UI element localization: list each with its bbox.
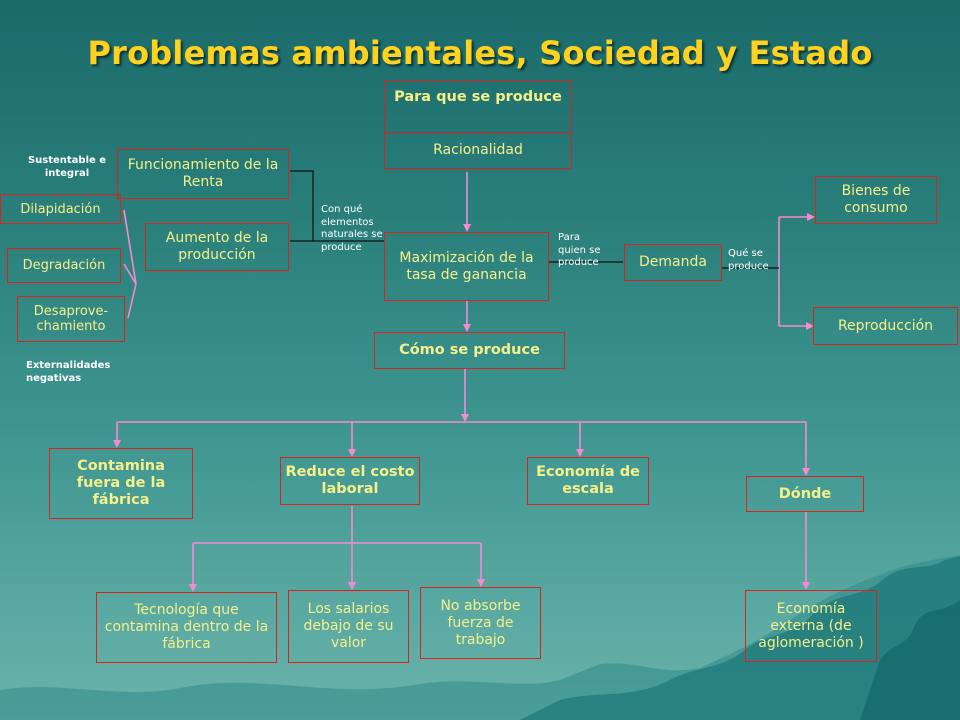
reduce-label: Reduce el costo laboral bbox=[285, 464, 415, 497]
economia-escala-label: Economía de escala bbox=[536, 464, 640, 497]
connector-degradacion bbox=[123, 263, 137, 285]
box-bienes-consumo: Bienes de consumo bbox=[815, 176, 937, 224]
reproduccion-label: Reproducción bbox=[837, 317, 934, 334]
note-externalidades: Externalidades negativas bbox=[26, 360, 111, 384]
note-sustentable: Sustentable e integral bbox=[27, 155, 107, 179]
aumento-label: Aumento de la producción bbox=[165, 230, 269, 263]
salarios-label: Los salarios debajo de su valor bbox=[303, 601, 394, 651]
connector-renta bbox=[290, 170, 384, 242]
desaprovechamiento-label: Desaprove-chamiento bbox=[33, 304, 109, 334]
box-reduce-costo: Reduce el costo laboral bbox=[280, 457, 420, 505]
box-contamina-fuera: Contamina fuera de la fábrica bbox=[49, 448, 193, 519]
box-desaprovechamiento: Desaprove-chamiento bbox=[17, 296, 125, 342]
box-reproduccion: Reproducción bbox=[813, 307, 958, 345]
no-absorbe-label: No absorbe fuerza de trabajo bbox=[440, 597, 521, 648]
box-como-se-produce: Cómo se produce bbox=[374, 332, 565, 369]
maximizacion-label: Maximización de la tasa de ganancia bbox=[399, 249, 534, 283]
contamina-label: Contamina fuera de la fábrica bbox=[76, 458, 166, 508]
demanda-label: Demanda bbox=[639, 254, 707, 270]
page-title: Problemas ambientales, Sociedad y Estado bbox=[87, 34, 873, 72]
como-label: Cómo se produce bbox=[399, 342, 540, 358]
box-racionalidad: Racionalidad bbox=[384, 132, 572, 169]
bienes-label: Bienes de consumo bbox=[841, 183, 911, 216]
note-para-quien: Para quien se produce bbox=[558, 232, 601, 268]
box-maximizacion: Maximización de la tasa de ganancia bbox=[384, 232, 549, 301]
box-no-absorbe: No absorbe fuerza de trabajo bbox=[420, 587, 541, 659]
para-que-label: Para que se produce bbox=[394, 89, 562, 105]
connector-dilapidacion bbox=[123, 209, 137, 285]
economia-externa-label: Economía externa (de aglomeración ) bbox=[758, 600, 864, 651]
dilapidacion-label: Dilapidación bbox=[20, 201, 101, 217]
box-salarios: Los salarios debajo de su valor bbox=[288, 590, 409, 663]
connector-desaprovechamiento bbox=[127, 283, 137, 319]
note-que-se-produce: Qué se produce bbox=[728, 248, 769, 272]
box-degradacion: Degradación bbox=[7, 248, 121, 283]
tecnologia-label: Tecnología que contamina dentro de la fá… bbox=[104, 602, 269, 652]
box-funcionamiento-renta: Funcionamiento de la Renta bbox=[117, 149, 289, 199]
racionalidad-label: Racionalidad bbox=[433, 141, 523, 158]
box-economia-externa: Economía externa (de aglomeración ) bbox=[745, 590, 877, 662]
box-demanda: Demanda bbox=[624, 244, 722, 281]
note-con-que-elementos: Con qué elementos naturales se produce bbox=[321, 204, 383, 253]
box-aumento-produccion: Aumento de la producción bbox=[145, 223, 289, 271]
funcionamiento-label: Funcionamiento de la Renta bbox=[127, 157, 279, 190]
box-divider bbox=[384, 132, 572, 133]
box-donde: Dónde bbox=[746, 476, 864, 512]
box-tecnologia: Tecnología que contamina dentro de la fá… bbox=[96, 592, 277, 663]
box-economia-escala: Economía de escala bbox=[527, 457, 649, 505]
degradacion-label: Degradación bbox=[22, 258, 106, 273]
donde-label: Dónde bbox=[778, 485, 832, 502]
box-dilapidacion: Dilapidación bbox=[0, 194, 121, 224]
